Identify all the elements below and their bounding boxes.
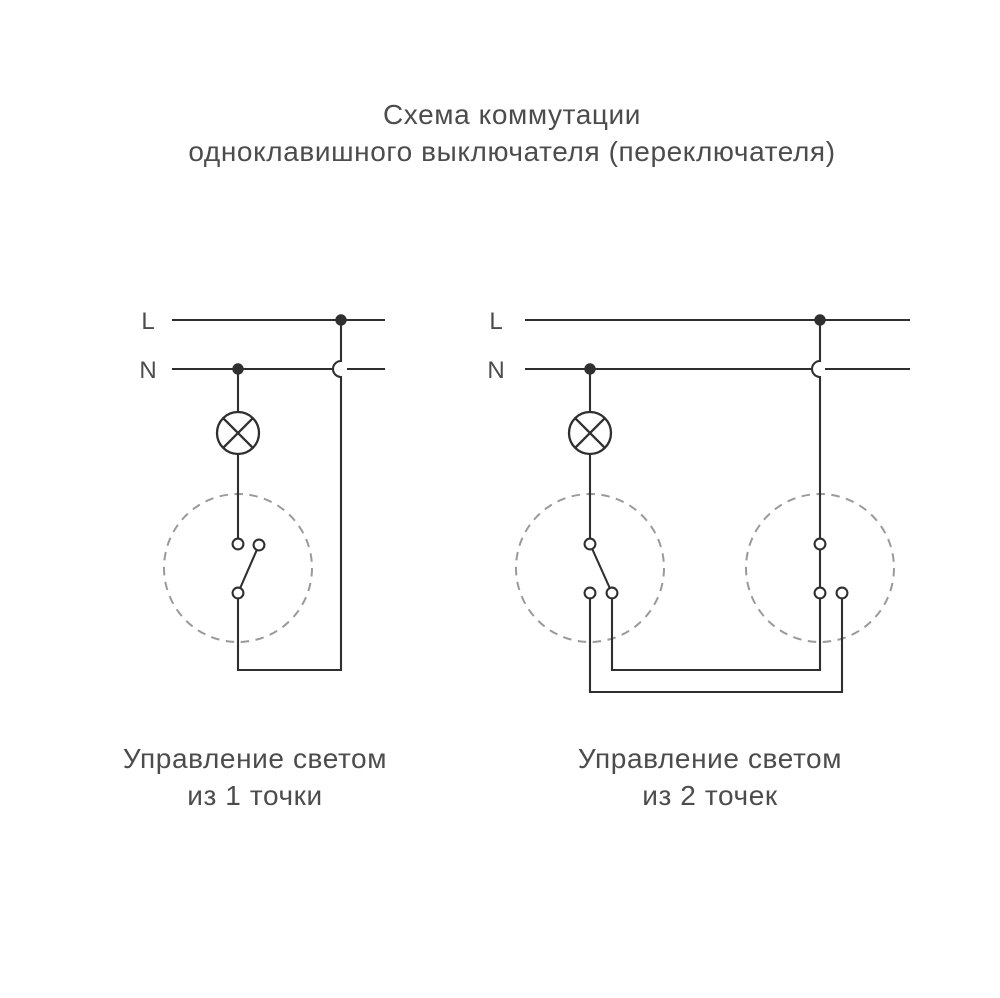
- page-title-line-2: одноклавишного выключателя (переключател…: [188, 136, 836, 167]
- caption-single-point: Управление светом из 1 точки: [55, 740, 455, 814]
- caption-line-2: из 1 точки: [187, 780, 323, 811]
- switch-terminal: [231, 537, 245, 551]
- switch-icon: [231, 537, 266, 600]
- page-title: Схема коммутации одноклавишного выключат…: [24, 96, 1000, 170]
- phase-label: L: [489, 308, 502, 335]
- lower-traveler-wire: [588, 599, 844, 694]
- lamp-cross-line: [222, 417, 254, 449]
- switch-terminal: [231, 586, 245, 600]
- neutral-label: N: [487, 357, 504, 384]
- neutral-label: N: [139, 357, 156, 384]
- lamp-cross-line: [574, 417, 606, 449]
- switch-terminal: [835, 586, 849, 600]
- lamp-icon: [567, 410, 613, 456]
- switch-terminal: [813, 537, 827, 551]
- switch-terminal: [813, 586, 827, 600]
- lamp-icon: [215, 410, 261, 456]
- diagram-two-point: L N: [487, 308, 910, 694]
- neutral-junction-dot: [584, 363, 596, 375]
- neutral-junction-dot: [232, 363, 244, 375]
- switch-terminal: [252, 538, 266, 552]
- phase-rail-and-upper-traveler-wire: [610, 320, 822, 672]
- switch-terminal: [583, 586, 597, 600]
- caption-line-2: из 2 точек: [642, 780, 778, 811]
- switch-icon-first: [583, 537, 619, 600]
- phase-label: L: [141, 308, 154, 335]
- switch-icon-second: [813, 537, 849, 600]
- switch-terminal: [605, 586, 619, 600]
- switch-lever: [237, 544, 260, 594]
- switch-return-wire: [236, 320, 343, 672]
- phase-junction-dot: [335, 314, 347, 326]
- page-title-line-1: Схема коммутации: [382, 99, 642, 130]
- caption-line-1: Управление светом: [577, 743, 843, 774]
- switch-terminal: [583, 537, 597, 551]
- caption-line-1: Управление светом: [122, 743, 388, 774]
- diagram-single-point: L N: [139, 308, 385, 672]
- caption-two-point: Управление светом из 2 точек: [510, 740, 910, 814]
- phase-junction-dot: [814, 314, 826, 326]
- switch-lever: [589, 543, 613, 594]
